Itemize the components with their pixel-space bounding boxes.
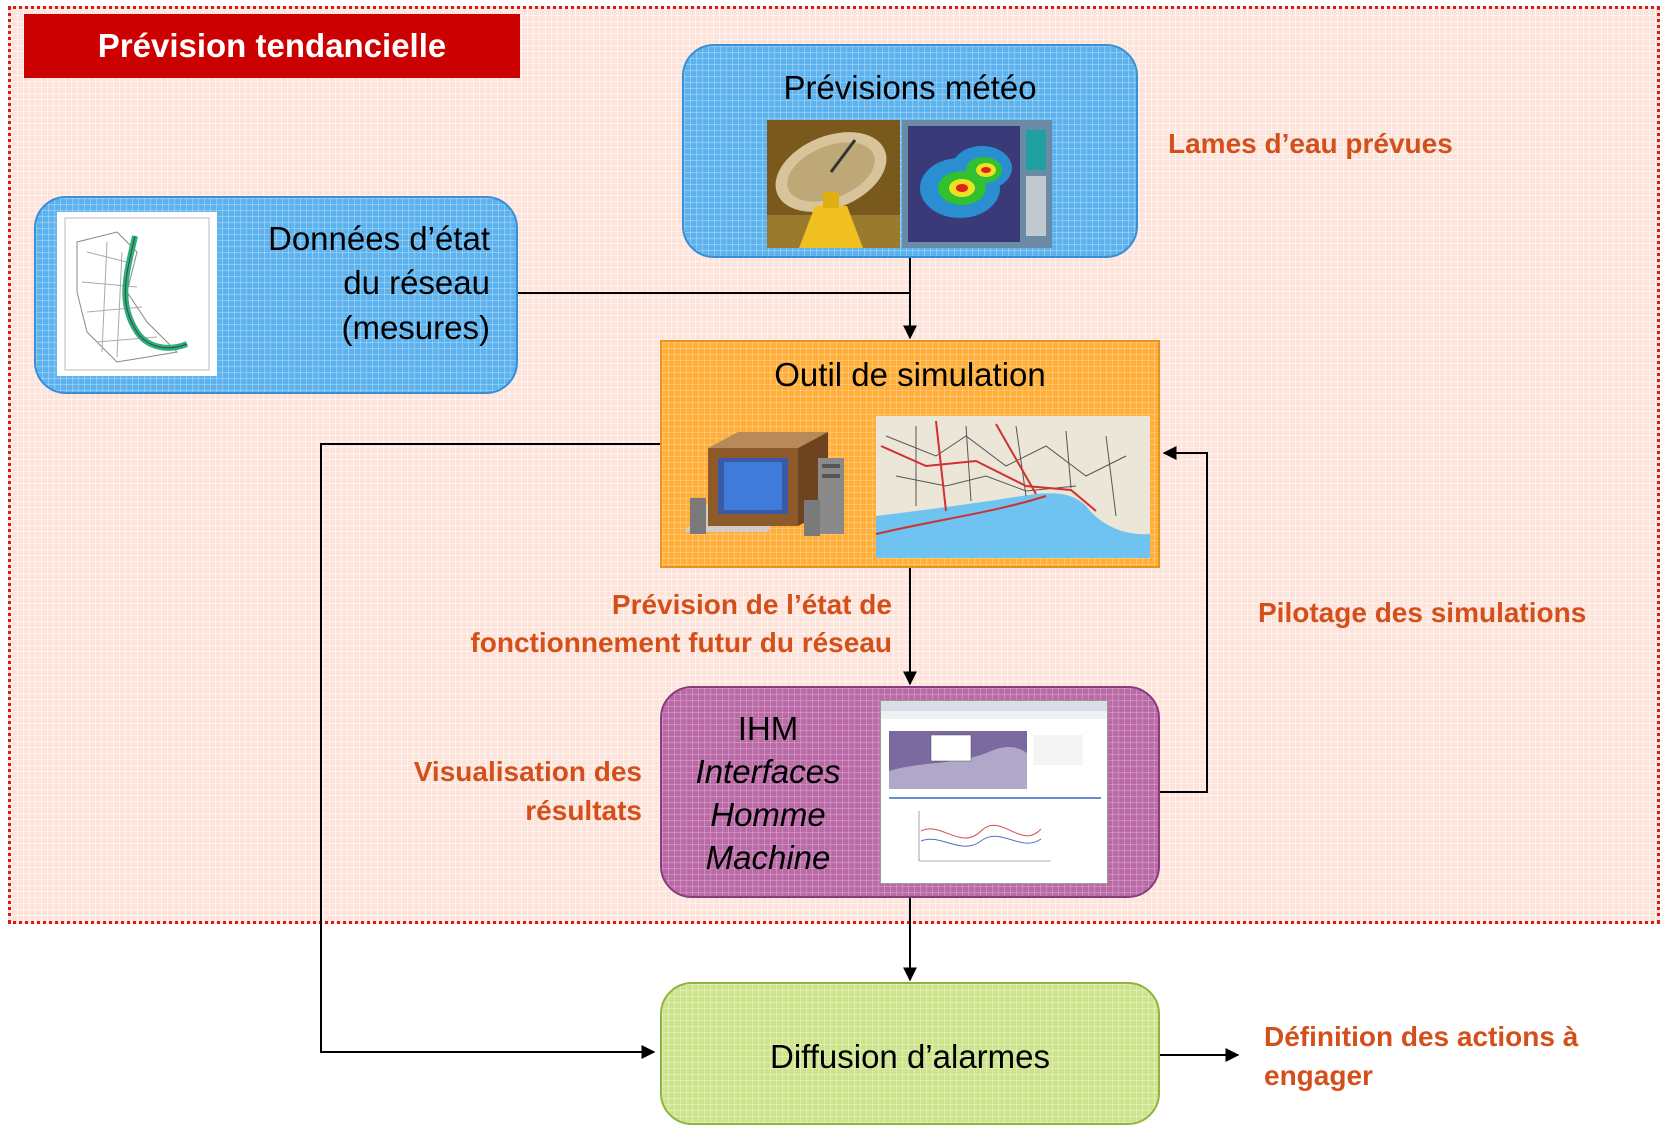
label-lames: Lames d’eau prévues xyxy=(1168,128,1453,159)
ihm-line4: Machine xyxy=(705,839,831,876)
ihm-line1: IHM xyxy=(737,710,799,747)
network-map-image xyxy=(57,212,217,376)
meteo-label: Prévisions météo xyxy=(783,69,1037,106)
alarm-diffusion-label: Diffusion d’alarmes xyxy=(769,1038,1051,1075)
network-state-line1: Données d’état xyxy=(268,220,490,257)
label-visualisation-line2: résultats xyxy=(525,795,642,826)
radar-map-image xyxy=(902,120,1052,248)
ihm-screenshot-image xyxy=(880,700,1108,884)
region-title: Prévision tendancielle xyxy=(24,14,520,78)
ihm-line3: Homme xyxy=(710,796,826,833)
arrow-simulation-to-diffusion xyxy=(320,443,660,1059)
alarm-diffusion-node xyxy=(660,982,1160,1125)
label-definition-line1: Définition des actions à xyxy=(1264,1021,1579,1052)
simulation-label: Outil de simulation xyxy=(774,356,1046,393)
computer-icon xyxy=(678,428,858,548)
network-state-line3: (mesures) xyxy=(341,309,490,346)
ihm-line2: Interfaces xyxy=(695,753,841,790)
city-network-map-image xyxy=(876,416,1150,558)
label-visualisation-line1: Visualisation des xyxy=(413,756,642,787)
arrow-ihm-to-simulation xyxy=(1160,446,1208,793)
satellite-dish-image xyxy=(767,120,900,248)
label-pilotage: Pilotage des simulations xyxy=(1258,597,1587,628)
label-definition-line2: engager xyxy=(1264,1060,1373,1091)
network-state-line2: du réseau xyxy=(343,264,490,301)
label-prevision-line1: Prévision de l’état de xyxy=(611,589,892,620)
label-prevision-line2: fonctionnement futur du réseau xyxy=(470,627,892,658)
